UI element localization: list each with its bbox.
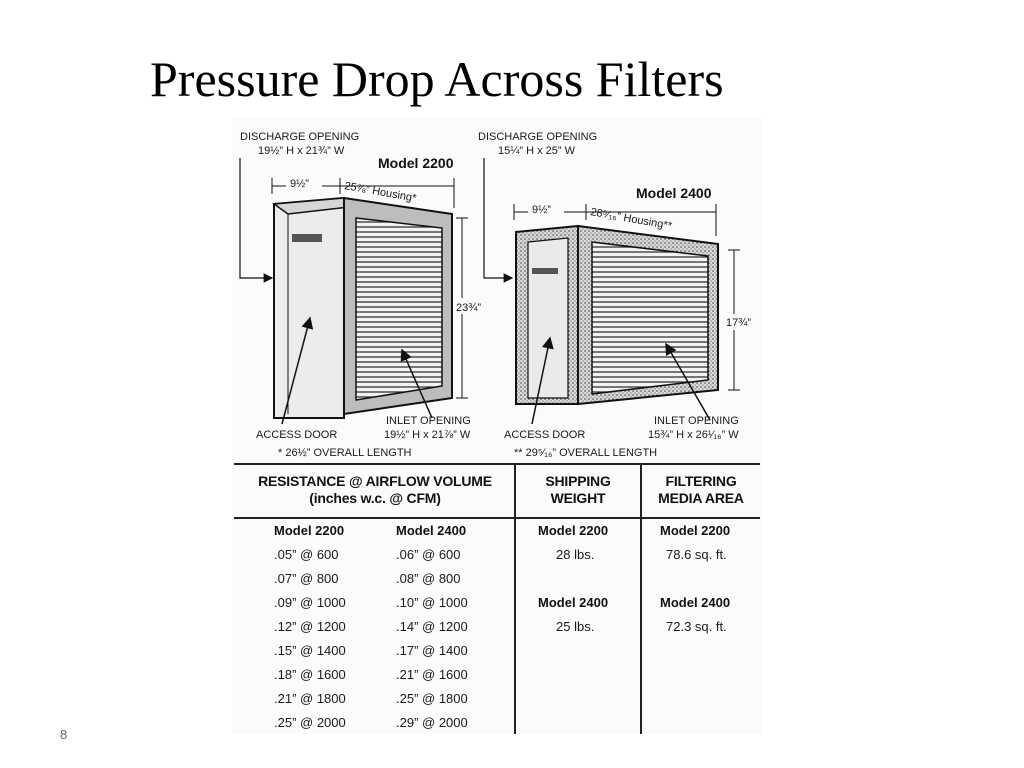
m2400-access-door-panel	[527, 237, 569, 399]
m2200-height: 23¾”	[456, 302, 481, 314]
page-number: 8	[60, 727, 68, 742]
filter-diagram: DISCHARGE OPENING 19½” H x 21¾” W Model …	[239, 131, 756, 459]
specs-table: RESISTANCE @ AIRFLOW VOLUME (inches w.c.…	[232, 463, 762, 734]
m2400-height: 17¾”	[726, 317, 751, 329]
m2400-discharge-dims: 15¼” H x 25” W	[498, 145, 576, 157]
resistance-cell-model-2200: .07” @ 800	[274, 571, 339, 586]
resistance-cell-model-2200: .09” @ 1000	[274, 595, 346, 610]
m2200-model-name: Model 2200	[378, 155, 454, 171]
resistance-col-model-2200: Model 2200	[274, 523, 345, 538]
shipping-model-2400: Model 2400	[538, 595, 609, 610]
resistance-cell-model-2400: .29” @ 2000	[396, 715, 468, 730]
m2200-depth: 9½”	[290, 178, 309, 190]
shipping-value-2200: 28 lbs.	[556, 547, 595, 562]
resistance-cell-model-2200: .25” @ 2000	[274, 715, 346, 730]
resistance-col-model-2400: Model 2400	[396, 523, 467, 538]
m2200-inlet-dims: 19½” H x 21⅞” W	[384, 429, 471, 441]
m2200-access-door-panel	[273, 196, 345, 419]
resistance-cell-model-2400: .10” @ 1000	[396, 595, 468, 610]
m2400-discharge-label: DISCHARGE OPENING	[478, 131, 597, 143]
filter-diagram-figure: DISCHARGE OPENING 19½” H x 21¾” W Model …	[232, 118, 762, 734]
m2200-discharge-label: DISCHARGE OPENING	[240, 131, 359, 143]
m2400-access-door-label: ACCESS DOOR	[504, 429, 585, 441]
m2400-inlet-label: INLET OPENING	[654, 415, 739, 427]
filtering-media-header: FILTERING MEDIA AREA	[658, 473, 744, 506]
shipping-weight-header: SHIPPING WEIGHT	[545, 473, 611, 506]
filtering-value-2400: 72.3 sq. ft.	[666, 619, 727, 634]
slide-title: Pressure Drop Across Filters	[150, 51, 724, 107]
resistance-cell-model-2200: .05” @ 600	[274, 547, 339, 562]
resistance-cell-model-2400: .25” @ 1800	[396, 691, 468, 706]
resistance-header: RESISTANCE @ AIRFLOW VOLUME (inches w.c.…	[240, 473, 510, 507]
resistance-cell-model-2400: .06” @ 600	[396, 547, 461, 562]
resistance-cell-model-2400: .21” @ 1600	[396, 667, 468, 682]
resistance-cell-model-2400: .08” @ 800	[396, 571, 461, 586]
m2400-model-name: Model 2400	[636, 185, 712, 201]
m2400-inlet-grille	[591, 241, 709, 395]
resistance-header-title: RESISTANCE @ AIRFLOW VOLUME	[258, 473, 492, 489]
resistance-cell-model-2200: .21” @ 1800	[274, 691, 346, 706]
m2200-overall-length: * 26½” OVERALL LENGTH	[278, 447, 412, 459]
resistance-header-subtitle: (inches w.c. @ CFM)	[309, 490, 441, 506]
m2200-inlet-grille	[355, 217, 443, 401]
model-2200-drawing: DISCHARGE OPENING 19½” H x 21¾” W Model …	[239, 131, 484, 459]
resistance-cell-model-2400: .14” @ 1200	[396, 619, 468, 634]
shipping-value-2400: 25 lbs.	[556, 619, 595, 634]
resistance-cell-model-2200: .12” @ 1200	[274, 619, 346, 634]
shipping-model-2200: Model 2200	[538, 523, 609, 538]
filtering-model-2400: Model 2400	[660, 595, 731, 610]
m2200-discharge-dims: 19½” H x 21¾” W	[258, 145, 345, 157]
m2400-overall-length: ** 29⁵⁄₁₆” OVERALL LENGTH	[514, 447, 657, 459]
model-2400-drawing: DISCHARGE OPENING 15¼” H x 25” W Model 2…	[478, 131, 756, 459]
m2400-inlet-dims: 15¾” H x 26¹⁄₁₆” W	[648, 429, 739, 441]
m2400-depth: 9½”	[532, 204, 551, 216]
m2200-access-door-label: ACCESS DOOR	[256, 429, 337, 441]
filtering-value-2200: 78.6 sq. ft.	[666, 547, 727, 562]
resistance-cell-model-2400: .17” @ 1400	[396, 643, 468, 658]
resistance-cell-model-2200: .18” @ 1600	[274, 667, 346, 682]
filtering-model-2200: Model 2200	[660, 523, 731, 538]
m2200-inlet-label: INLET OPENING	[386, 415, 471, 427]
resistance-cell-model-2200: .15” @ 1400	[274, 643, 346, 658]
